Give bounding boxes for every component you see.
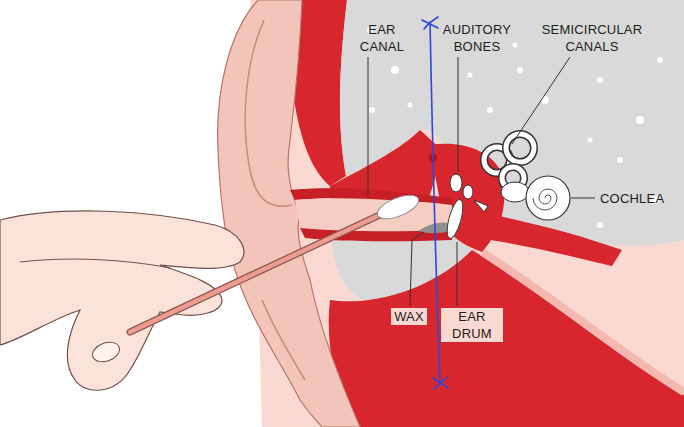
leader-line (458, 57, 459, 172)
ear-fold (262, 300, 305, 380)
bone-pore (408, 103, 413, 108)
part-label: EAR CANAL (351, 21, 413, 55)
bone-pore (541, 96, 549, 104)
nerve-channel (490, 215, 622, 266)
ossicle (463, 185, 473, 199)
canal-loop (506, 134, 534, 162)
bone-pore (487, 107, 493, 113)
leader-line (368, 57, 369, 196)
swab-stick (130, 212, 386, 332)
part-label: EAR DRUM (441, 308, 503, 342)
part-label: AUDITORY BONES (435, 21, 519, 55)
bone-pore (657, 57, 663, 63)
bone-pore (636, 116, 644, 124)
bone-pore (513, 43, 518, 48)
leader-line (512, 57, 570, 144)
part-label: COCHLEA (600, 190, 664, 207)
ossicle (474, 200, 488, 212)
hand (0, 211, 244, 390)
cochlea-spiral (533, 189, 557, 210)
leader-line (410, 232, 424, 306)
swab-stick (130, 212, 386, 332)
annotation-line (430, 22, 440, 382)
ear-fold (245, 20, 292, 206)
bone-pore (617, 157, 623, 163)
cochlea (526, 176, 570, 220)
canal-loop (506, 134, 534, 162)
bone-pore (391, 66, 399, 74)
leader-lines (368, 57, 595, 306)
ear-drum (444, 198, 466, 240)
soft-tissue (329, 250, 684, 427)
bone-pore (588, 138, 593, 143)
bone-pore (597, 77, 603, 83)
ossicle (450, 174, 462, 192)
finger-crease (20, 259, 170, 268)
leader-line (571, 198, 595, 199)
bone-pore (517, 67, 523, 73)
part-label: WAX (391, 308, 427, 325)
bone-pore (468, 73, 473, 78)
eustachian-tube (482, 252, 684, 392)
leader-line (457, 242, 458, 306)
part-label: SEMICIRCULAR CANALS (540, 21, 644, 55)
bone-pore (597, 222, 603, 228)
annotation-cross (422, 17, 438, 29)
skull-bone (340, 0, 684, 246)
semicircular-canals (484, 134, 534, 189)
thumb-nail (90, 339, 122, 365)
swab-cotton (374, 190, 422, 223)
wax (418, 222, 449, 233)
bone-pore (369, 107, 375, 113)
annotation-cross (433, 377, 448, 389)
vestibule (501, 182, 529, 202)
